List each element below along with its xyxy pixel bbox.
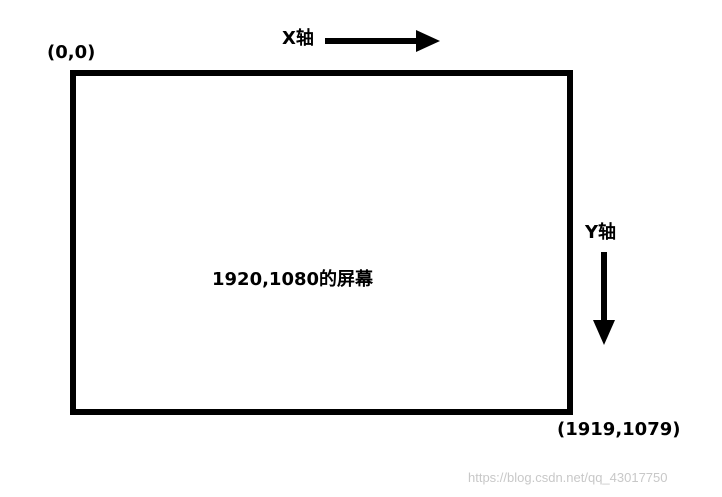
end-coordinate-label: (1919,1079) xyxy=(557,419,681,440)
watermark-text: https://blog.csdn.net/qq_43017750 xyxy=(468,470,668,485)
x-axis-label: X轴 xyxy=(282,28,314,49)
origin-coordinate-label: (0,0) xyxy=(47,42,96,63)
y-axis-label: Y轴 xyxy=(585,222,617,243)
x-axis-arrow-icon xyxy=(325,30,440,52)
screen-size-label: 1920,1080的屏幕 xyxy=(212,269,374,290)
y-axis-arrow-icon xyxy=(593,252,615,345)
screen-rectangle xyxy=(70,70,573,415)
